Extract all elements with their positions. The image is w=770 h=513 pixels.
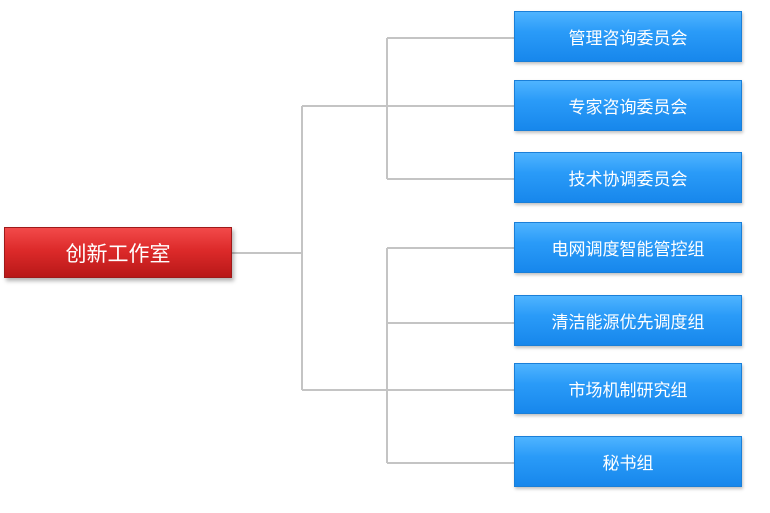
- child-node-technical-coordination: 技术协调委员会: [514, 152, 742, 203]
- child-node-label: 市场机制研究组: [568, 381, 688, 401]
- child-node-label: 管理咨询委员会: [568, 29, 688, 49]
- child-node-market-research: 市场机制研究组: [514, 363, 742, 414]
- child-node-expert-advisory: 专家咨询委员会: [514, 80, 742, 131]
- child-node-label: 秘书组: [602, 454, 654, 474]
- child-node-management-advisory: 管理咨询委员会: [514, 11, 742, 62]
- root-node: 创新工作室: [4, 227, 232, 278]
- child-node-label: 清洁能源优先调度组: [551, 313, 705, 333]
- child-node-clean-energy: 清洁能源优先调度组: [514, 295, 742, 346]
- child-node-secretariat: 秘书组: [514, 436, 742, 487]
- root-node-label: 创新工作室: [65, 241, 171, 266]
- child-node-label: 专家咨询委员会: [568, 98, 688, 118]
- child-node-label: 技术协调委员会: [568, 170, 688, 190]
- child-node-label: 电网调度智能管控组: [551, 240, 705, 260]
- child-node-grid-dispatch: 电网调度智能管控组: [514, 222, 742, 273]
